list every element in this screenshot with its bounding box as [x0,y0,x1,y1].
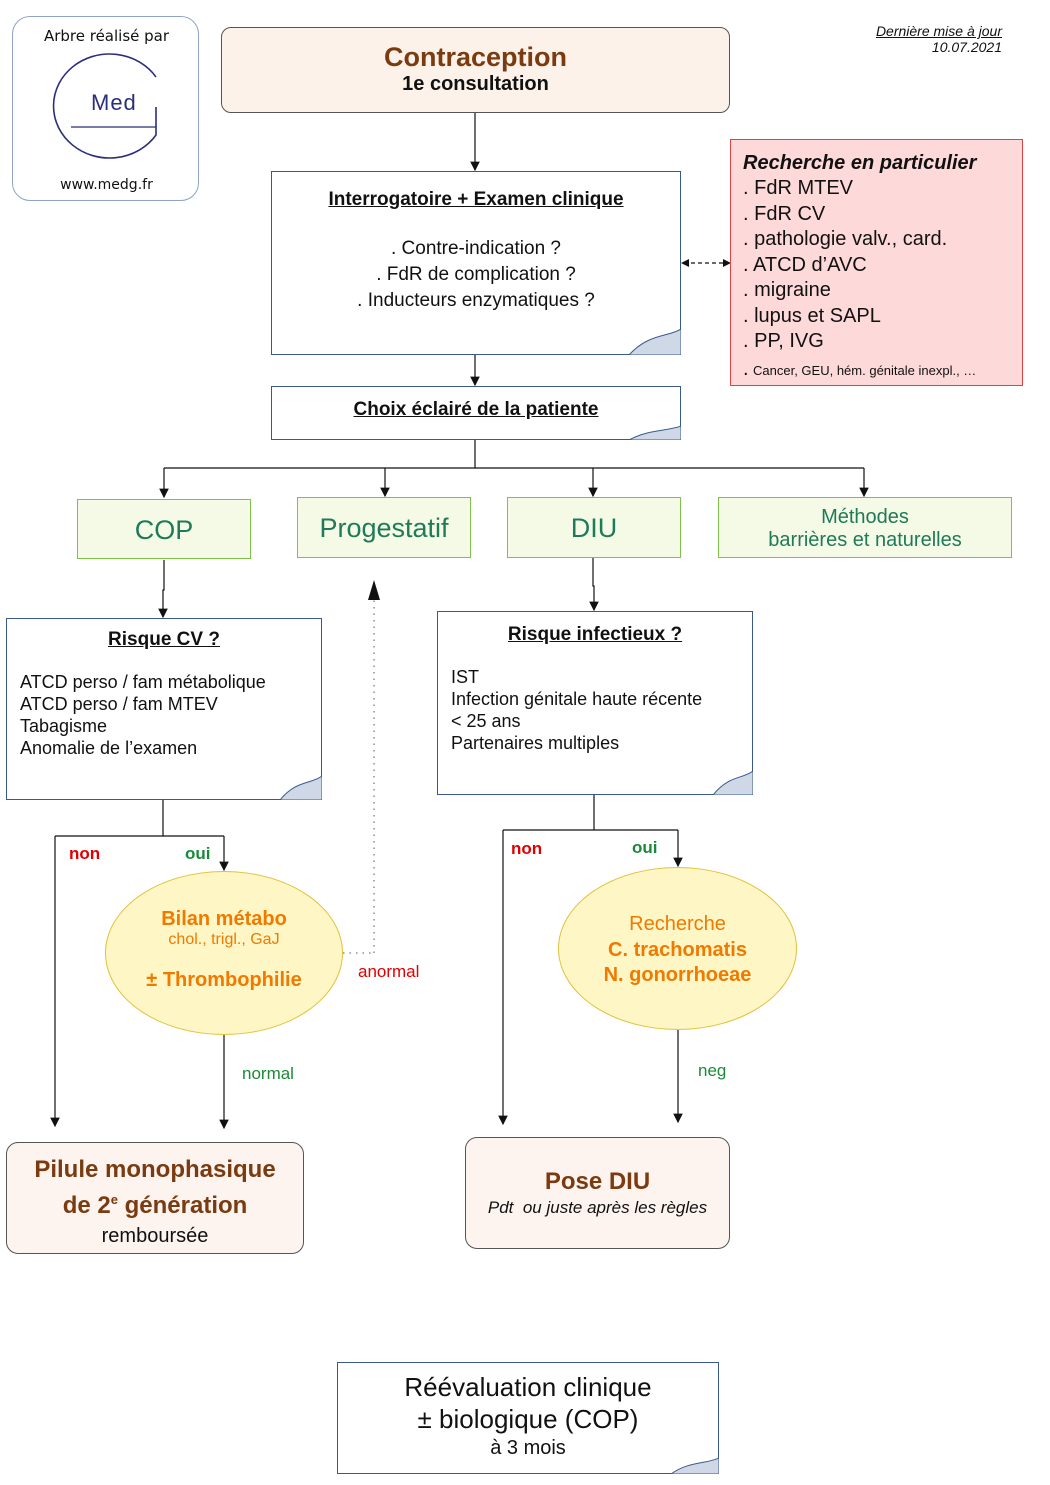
bilan-thrombo: ± Thrombophilie [146,969,302,991]
risk-cv-heading: Risque CV ? [108,629,220,650]
page-title: Contraception [383,42,567,72]
exam-heading: Interrogatoire + Examen clinique [328,189,624,210]
reeval-box: Réévaluation clinique ± biologique (COP)… [337,1362,719,1474]
reeval-line2: ± biologique (COP) [417,1404,639,1434]
recherche-line3: N. gonorrhoeae [603,964,752,986]
research-box: Recherche en particulier . FdR MTEV . Fd… [730,139,1023,386]
risk-cv-box: Risque CV ? ATCD perso / fam métabolique… [6,618,322,800]
page-subtitle: 1e consultation [402,73,549,95]
pilule-line2-post: génération [117,1192,248,1219]
pilule-line1: Pilule monophasique [34,1156,276,1183]
exam-box: Interrogatoire + Examen clinique . Contr… [271,171,681,355]
risk-inf-item: Partenaires multiples [451,733,620,753]
pose-diu-box: Pose DIU Pdt ou juste après les règles [465,1137,730,1249]
bilan-sub: chol., trigl., GaJ [168,931,280,948]
research-item: . migraine [743,279,831,301]
pilule-box: Pilule monophasique de 2e génération rem… [6,1142,304,1254]
research-small-text: Cancer, GEU, hém. génitale inexpl., … [753,362,977,378]
page-fold-icon [629,329,681,355]
recherche-line1: Recherche [629,913,726,935]
choice-box: Choix éclairé de la patiente [271,386,681,440]
reeval-line1: Réévaluation clinique [404,1372,652,1402]
update-label: Dernière mise à jour [875,23,1002,39]
risk-inf-box: Risque infectieux ? IST Infection génita… [437,611,753,795]
exam-item: . Contre-indication ? [390,238,562,259]
label-non-right: non [511,839,543,858]
recherche-ellipse: Recherche C. trachomatis N. gonorrhoeae [558,867,797,1030]
label-oui-right: oui [632,838,658,857]
option-progestatif[interactable]: Progestatif [297,497,471,558]
page-fold-icon [671,1458,719,1474]
pilule-line3: remboursée [101,1225,209,1247]
option-progestatif-label: Progestatif [319,513,449,543]
option-methodes-line1: Méthodes [821,506,909,528]
exam-item: . Inducteurs enzymatiques ? [357,290,595,311]
page-fold-icon [713,771,753,795]
logo-top-text: Arbre réalisé par [43,27,170,45]
research-item-small: . Cancer, GEU, hém. génitale inexpl., … [743,355,1022,385]
reeval-line3: à 3 mois [490,1437,566,1459]
page-fold-icon [280,776,322,800]
logo-g-icon [52,53,157,159]
label-non-left: non [69,844,101,863]
research-item: . ATCD d’AVC [743,253,867,276]
label-anormal: anormal [358,962,420,981]
exam-item: . FdR de complication ? [376,264,576,285]
update-info: Dernière mise à jour 10.07.2021 [876,23,1002,55]
risk-inf-item: < 25 ans [451,711,521,731]
page-fold-icon [629,426,681,440]
pilule-line2-sup: e [110,1192,118,1207]
bilan-title: Bilan métabo [161,908,287,930]
risk-cv-item: Tabagisme [20,716,108,736]
recherche-line2: C. trachomatis [608,939,747,961]
option-methodes-line2: barrières et naturelles [768,529,962,551]
label-normal: normal [242,1064,294,1083]
option-diu-label: DIU [570,513,618,543]
research-item: . pathologie valv., card. [743,228,948,250]
option-cop-label: COP [134,515,194,545]
research-heading: Recherche en particulier [743,152,977,174]
option-methodes[interactable]: Méthodes barrières et naturelles [718,497,1012,558]
risk-inf-item: Infection génitale haute récente [451,689,703,709]
pilule-line2: de 2e génération [7,1185,303,1221]
risk-inf-item: IST [451,667,480,687]
title-box: Contraception 1e consultation [221,27,730,113]
update-date: 10.07.2021 [931,39,1002,55]
research-item: . PP, IVG [743,330,824,352]
label-oui-left: oui [185,844,211,863]
logo-url[interactable]: www.medg.fr [60,177,153,193]
label-neg: neg [698,1061,727,1080]
research-item: . FdR CV [743,202,826,225]
research-item: . lupus et SAPL [743,304,881,327]
risk-cv-item: Anomalie de l’examen [20,738,198,758]
logo-card: Arbre réalisé par Med www.medg.fr [12,16,199,201]
option-cop[interactable]: COP [77,499,251,559]
risk-cv-item: ATCD perso / fam MTEV [20,694,218,714]
pose-diu-sub: Pdt ou juste après les règles [487,1198,708,1217]
research-item: . FdR MTEV [743,177,854,199]
logo-mark: Med [91,90,137,115]
pose-diu-title: Pose DIU [544,1168,651,1195]
research-small-prefix: . [743,357,749,380]
option-diu[interactable]: DIU [507,497,681,558]
bilan-ellipse: Bilan métabo chol., trigl., GaJ ± Thromb… [105,871,343,1035]
risk-inf-heading: Risque infectieux ? [507,624,683,645]
risk-cv-item: ATCD perso / fam métabolique [20,672,266,692]
choice-label: Choix éclairé de la patiente [353,399,599,420]
pilule-line2-pre: de 2 [62,1192,111,1219]
